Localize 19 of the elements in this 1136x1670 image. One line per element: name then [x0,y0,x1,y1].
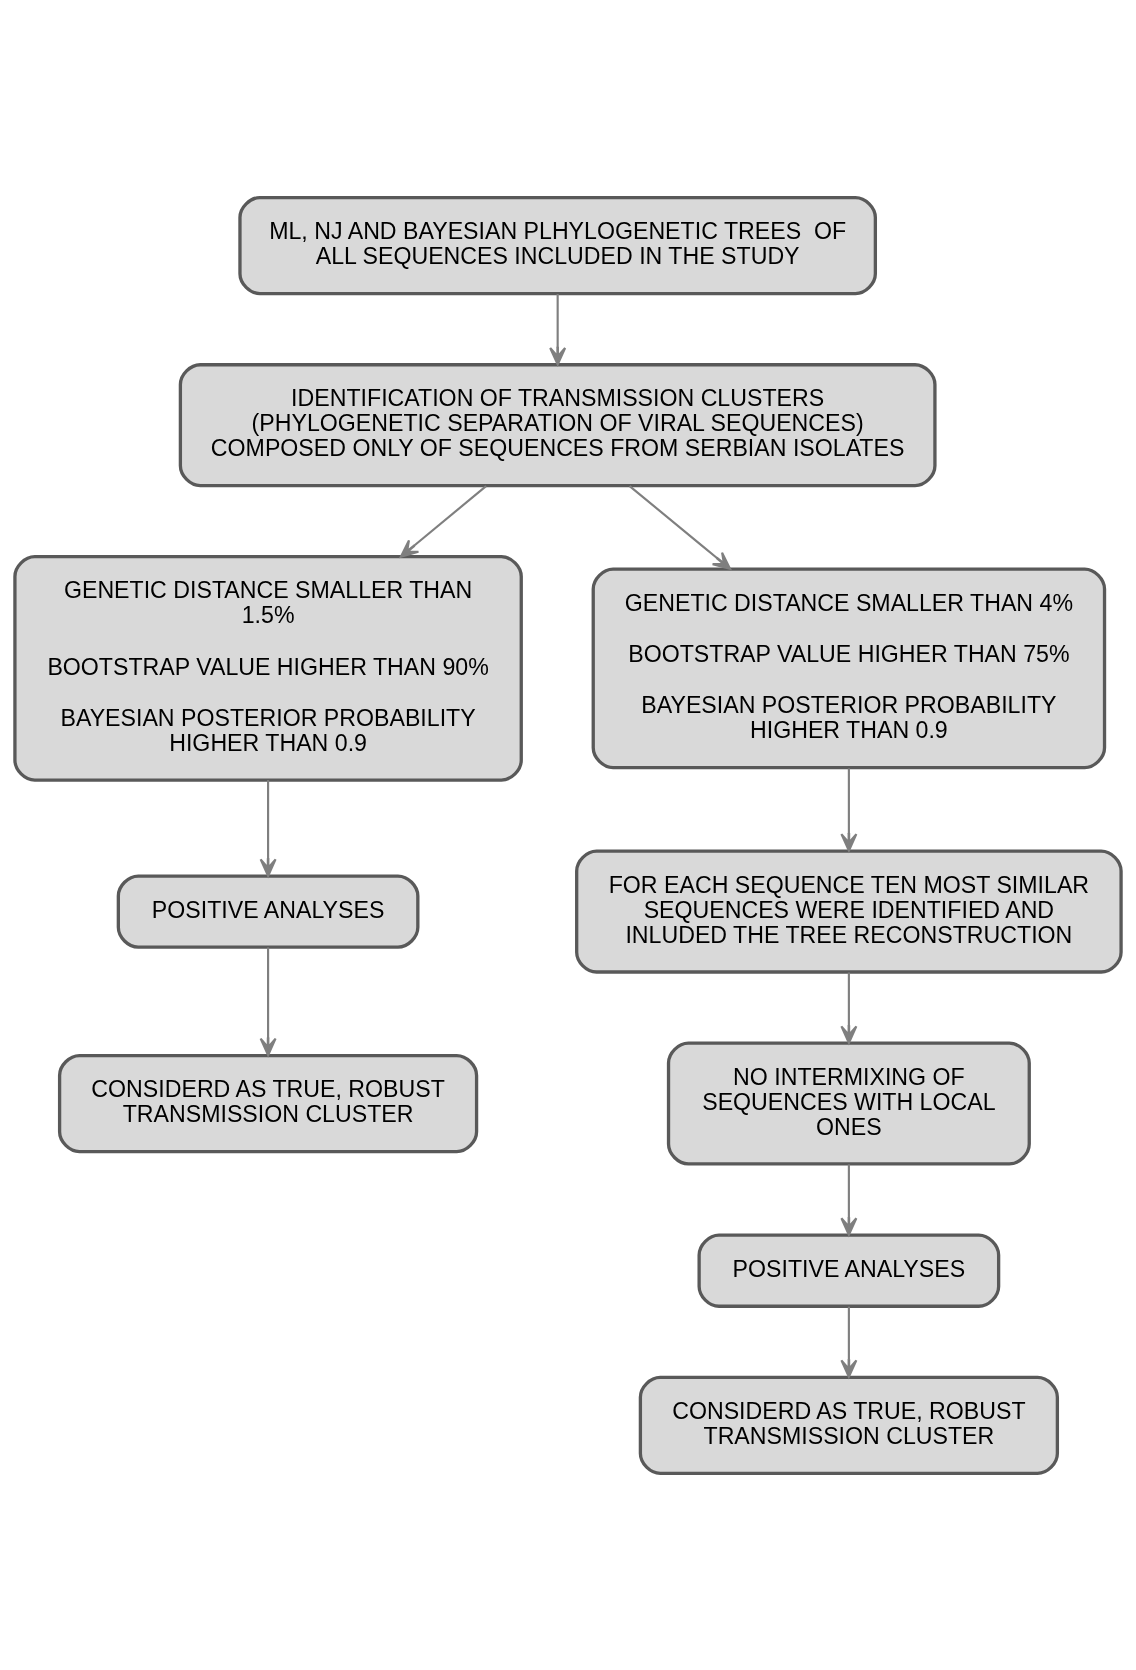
node-box: POSITIVE ANALYSES [697,1232,1001,1308]
arrow [840,1163,858,1236]
node-box: IDENTIFICATION OF TRANSMISSION CLUSTERS (PHYLOGENETIC SEPARATION OF VIRAL SEQUENCES) COMPOSED ONLY OF SEQUENCES FROM SERBIAN ISOLATES [178,362,937,487]
arrow [259,946,277,1056]
arrow [840,767,858,852]
node-box: FOR EACH SEQUENCE TEN MOST SIMILAR SEQUENCES WERE IDENTIFIED AND INLUDED THE TREE RECONSTRUCTION [575,849,1123,974]
arrow [399,484,487,558]
node-box: CONSIDERD AS TRUE, ROBUST TRANSMISSION CLUSTER [57,1053,479,1153]
node-box: CONSIDERD AS TRUE, ROBUST TRANSMISSION CLUSTER [638,1375,1060,1475]
arrow [549,293,567,366]
arrow [840,971,858,1044]
arrow [840,1306,858,1378]
node-box: ML, NJ AND BAYESIAN PLHYLOGENETIC TREES OF ALL SEQUENCES INCLUDED IN THE STUDY [238,195,877,295]
node-box: GENETIC DISTANCE SMALLER THAN 4% BOOTSTRAP VALUE HIGHER THAN 75% BAYESIAN POSTERIOR PROBABILITY HIGHER THAN 0.9 [591,566,1107,769]
node-box: NO INTERMIXING OF SEQUENCES WITH LOCAL ONES [666,1041,1031,1166]
node-box: POSITIVE ANALYSES [116,873,420,949]
arrow [628,484,732,570]
node-box: GENETIC DISTANCE SMALLER THAN 1.5% BOOTSTRAP VALUE HIGHER THAN 90% BAYESIAN POSTERIOR PROBABILITY HIGHER THAN 0.9 [13,554,523,782]
arrow [259,779,277,877]
